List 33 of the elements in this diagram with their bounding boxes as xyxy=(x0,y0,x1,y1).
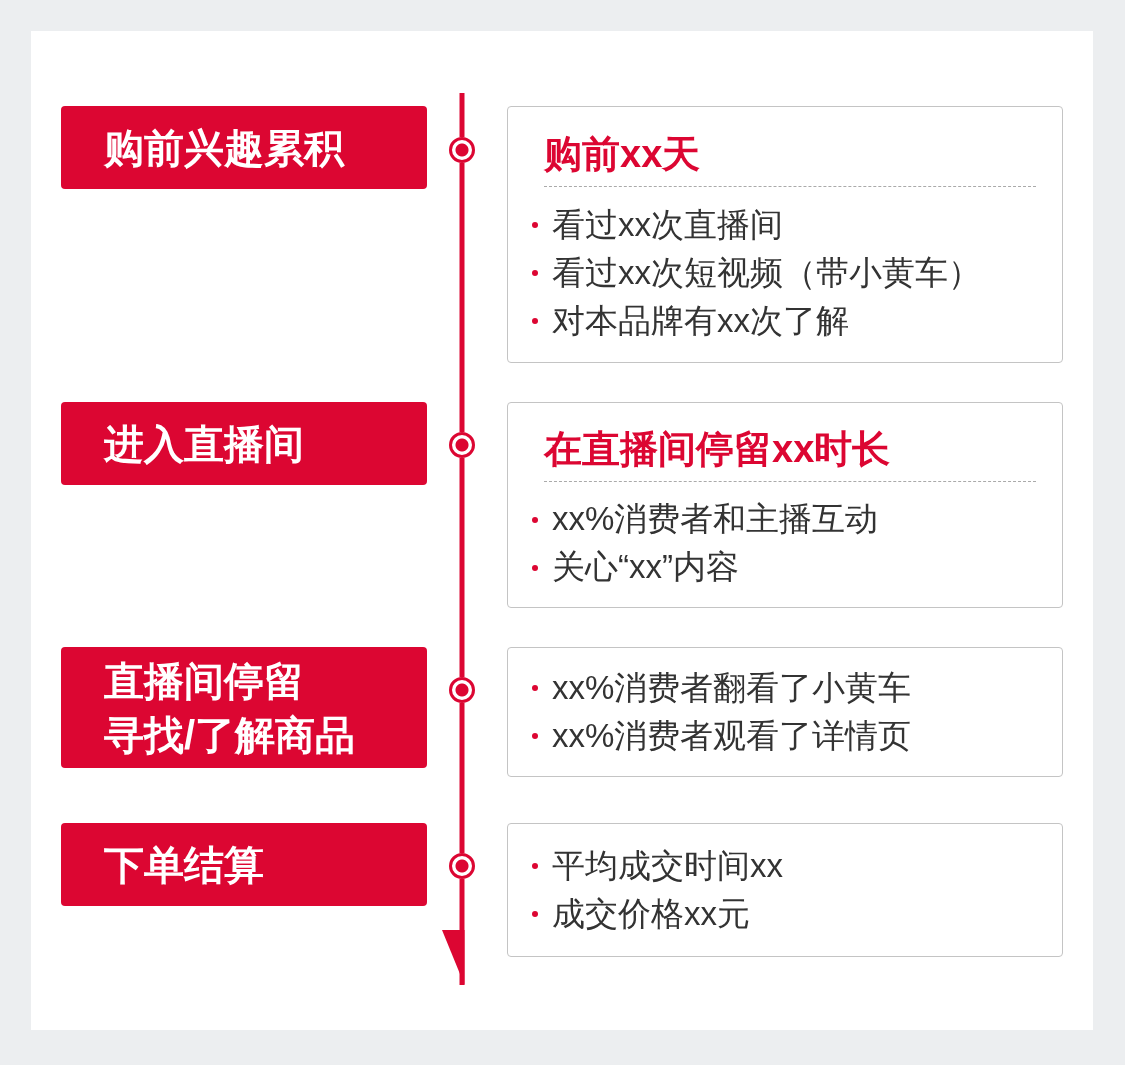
bullet-text: xx%消费者观看了详情页 xyxy=(552,715,912,756)
timeline-marker xyxy=(449,677,475,703)
timeline-line xyxy=(459,163,465,432)
stage-box xyxy=(61,106,427,189)
bullet-text: 关心“xx”内容 xyxy=(552,547,739,587)
timeline-marker xyxy=(449,137,475,163)
info-card xyxy=(507,647,1063,777)
stage-title: 购前兴趣累积 xyxy=(104,124,346,172)
card-heading: 购前xx天 xyxy=(544,124,1036,187)
stage-title: 下单结算 xyxy=(104,841,265,889)
bullet-text: xx%消费者翻看了小黄车 xyxy=(552,667,912,708)
stage-box xyxy=(61,402,427,485)
bullet-text: 看过xx次直播间 xyxy=(552,204,783,245)
timeline-line xyxy=(459,703,465,853)
bullet-text: 平均成交时间xx xyxy=(552,845,783,886)
timeline-line xyxy=(459,458,465,677)
info-card xyxy=(507,823,1063,957)
timeline-marker xyxy=(449,853,475,879)
bullet-text: 对本品牌有xx次了解 xyxy=(552,300,849,341)
info-card xyxy=(507,402,1063,608)
timeline-arrow xyxy=(442,879,465,985)
timeline-marker xyxy=(449,432,475,458)
stage-title: 进入直播间 xyxy=(104,420,305,468)
stage-box xyxy=(61,823,427,906)
stage-title: 寻找/了解商品 xyxy=(104,711,357,759)
card-heading: 在直播间停留xx时长 xyxy=(544,418,1036,482)
stage-title: 直播间停留 xyxy=(104,657,305,705)
info-card xyxy=(507,106,1063,363)
bullet-text: 成交价格xx元 xyxy=(552,893,750,934)
bullet-text: xx%消费者和主播互动 xyxy=(552,499,879,539)
timeline-line xyxy=(459,93,465,137)
bullet-text: 看过xx次短视频（带小黄车） xyxy=(552,252,981,293)
stage-box xyxy=(61,647,427,768)
